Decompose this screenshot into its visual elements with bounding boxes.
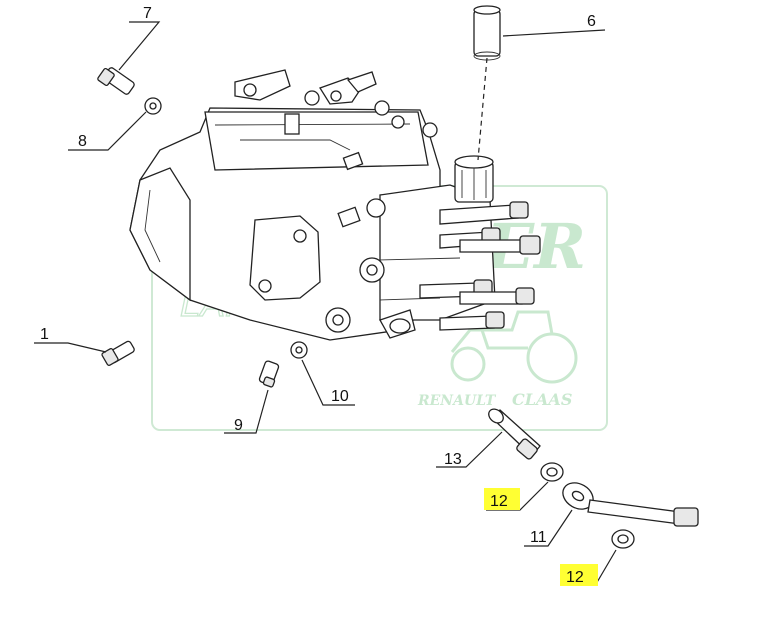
part-9-bolt bbox=[258, 360, 280, 388]
tractor-logo bbox=[450, 310, 578, 384]
part-11-banjo-pipe bbox=[562, 482, 699, 527]
callout-12-lower: 12 bbox=[566, 569, 584, 586]
callout-7: 7 bbox=[143, 5, 152, 22]
part-10-washer bbox=[290, 341, 308, 359]
callout-labels: 7 6 8 1 9 10 13 12 11 12 bbox=[40, 5, 598, 586]
part-6-sleeve bbox=[473, 5, 501, 161]
callout-11: 11 bbox=[530, 529, 547, 546]
callout-10: 10 bbox=[331, 388, 349, 405]
callout-12-upper: 12 bbox=[490, 493, 508, 510]
callout-8: 8 bbox=[78, 133, 87, 150]
watermark-dealer-right: CLAAS bbox=[512, 390, 572, 409]
watermark-dealer-left: RENAULT bbox=[417, 393, 497, 409]
callout-13: 13 bbox=[444, 451, 462, 468]
part-13-banjo-bolt bbox=[488, 408, 541, 460]
callout-1: 1 bbox=[40, 326, 49, 343]
part-12-washer-upper bbox=[540, 462, 564, 482]
callout-12-upper-highlight bbox=[484, 488, 520, 510]
callout-9: 9 bbox=[234, 417, 243, 434]
callout-12-lower-highlight bbox=[560, 564, 598, 586]
part-12-washer-lower bbox=[611, 529, 635, 549]
part-7-fitting bbox=[97, 67, 135, 95]
leader-lines bbox=[34, 21, 617, 585]
callout-6: 6 bbox=[587, 13, 596, 30]
injection-pump-assembly bbox=[129, 69, 541, 341]
part-8-washer bbox=[144, 97, 162, 115]
part-1-screw bbox=[101, 340, 135, 366]
